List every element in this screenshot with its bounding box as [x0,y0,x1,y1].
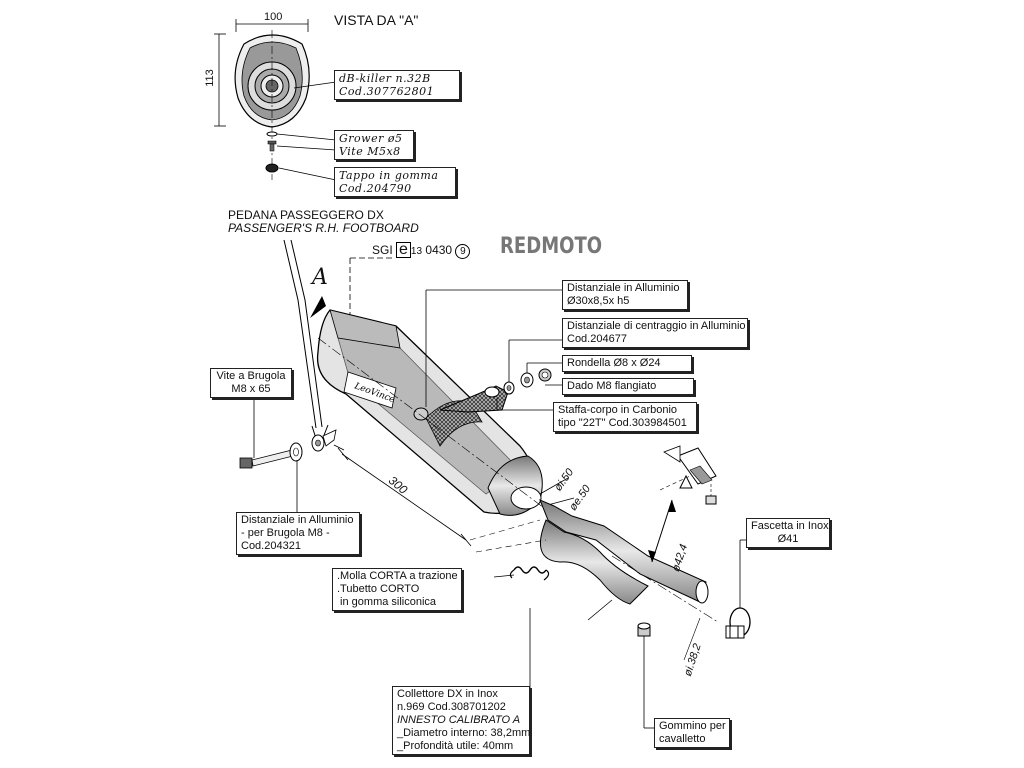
footboard-it: PEDANA PASSEGGERO DX [228,208,384,222]
label-collettore: Collettore DX in Inox n.969 Cod.30870120… [392,686,530,755]
collettore-profondita: _Profondità utile: 40mm [397,740,514,752]
distanziale-brugola-code: Cod.204321 [241,540,301,552]
collettore-innesto: INNESTO CALIBRATO A [397,714,521,726]
homologation-prefix: SGI [372,243,393,257]
e-number: 13 [410,246,423,257]
collettore-diametro: _Diametro interno: 38,2mm [397,727,531,739]
vite-brugola-size: M8 x 65 [231,383,271,395]
label-db-killer: dB-killer n.32B Cod.307762801 [334,70,460,100]
distanziale-centraggio-name: Distanziale di centraggio in Alluminio [567,320,746,332]
label-tappo: Tappo in gomma Cod.204790 [334,167,456,197]
clamp [725,539,751,639]
vite-brugola-name: Vite a Brugola [216,370,286,382]
gommino-line2: cavalletto [659,733,706,745]
footboard-en: PASSENGER'S R.H. FOOTBOARD [228,221,419,235]
label-fascetta: Fascetta in Inox Ø41 [746,518,830,548]
view-arrow-letter: A [312,265,328,290]
bracket [439,385,509,413]
rondella-text: Rondella Ø8 x Ø24 [567,357,661,369]
label-staffa: Staffa-corpo in Carbonio tipo "22T" Cod.… [553,402,697,432]
fascetta-name: Fascetta in Inox [751,520,829,532]
grower-text: Grower ø5 [339,132,403,145]
collector-pipe [469,499,719,623]
label-rondella: Rondella Ø8 x Ø24 [562,355,692,372]
collettore-name: Collettore DX in Inox [397,688,498,700]
staffa-name: Staffa-corpo in Carbonio [558,404,678,416]
label-distanziale-centraggio: Distanziale di centraggio in Alluminio C… [562,318,748,348]
label-distanziale-brugola: Distanziale in Alluminio - per Brugola M… [236,512,360,555]
db-killer-name: dB-killer n.32B [339,72,431,85]
dado-text: Dado M8 flangiato [567,380,657,392]
dimension-width: 100 [264,11,283,23]
bolt-assembly [239,395,345,512]
gomma-text: in gomma siliconica [337,596,437,608]
vite-text: Vite M5x8 [339,145,401,158]
distanziale-brugola-name: Distanziale in Alluminio [241,514,354,526]
distanziale-alluminio-name: Distanziale in Alluminio [567,282,680,294]
spring [493,566,550,581]
homologation-circle: 9 [455,244,471,259]
staffa-code: tipo "22T" Cod.303984501 [558,417,687,429]
db-killer-code: Cod.307762801 [339,85,435,98]
brand-watermark: REDMOTO [500,234,603,259]
tubetto-text: .Tubetto CORTO [337,583,420,595]
distanziale-alluminio-size: Ø30x8,5x h5 [567,295,630,307]
distanziale-brugola-note: - per Brugola M8 - [241,527,330,539]
distanziale-centraggio-code: Cod.204677 [567,333,627,345]
label-vite-brugola: Vite a Brugola M8 x 65 [210,368,292,398]
tappo-name: Tappo in gomma [339,169,439,182]
grommet [637,622,654,729]
view-title: VISTA DA "A" [334,12,419,28]
tappo-code: Cod.204790 [339,182,412,195]
e-mark: e [399,241,408,258]
label-gommino: Gommino per cavalletto [654,718,730,748]
label-molla: .Molla CORTA a trazione .Tubetto CORTO i… [332,568,462,611]
label-dado: Dado M8 flangiato [562,378,694,395]
hardware-stack [425,289,562,411]
stand-bracket [659,445,717,505]
fascetta-size: Ø41 [777,533,799,545]
label-grower: Grower ø5 Vite M5x8 [334,130,414,160]
homologation-code: 0430 [425,243,453,257]
molla-text: .Molla CORTA a trazione [337,570,458,582]
label-distanziale-alluminio: Distanziale in Alluminio Ø30x8,5x h5 [562,280,688,310]
gommino-line1: Gommino per [659,720,726,732]
rear-view [214,19,337,181]
dimension-height: 113 [203,69,216,87]
muffler: LeoVince [316,309,561,521]
collettore-code: n.969 Cod.308701202 [397,701,506,713]
e-mark-box: e [396,242,411,258]
